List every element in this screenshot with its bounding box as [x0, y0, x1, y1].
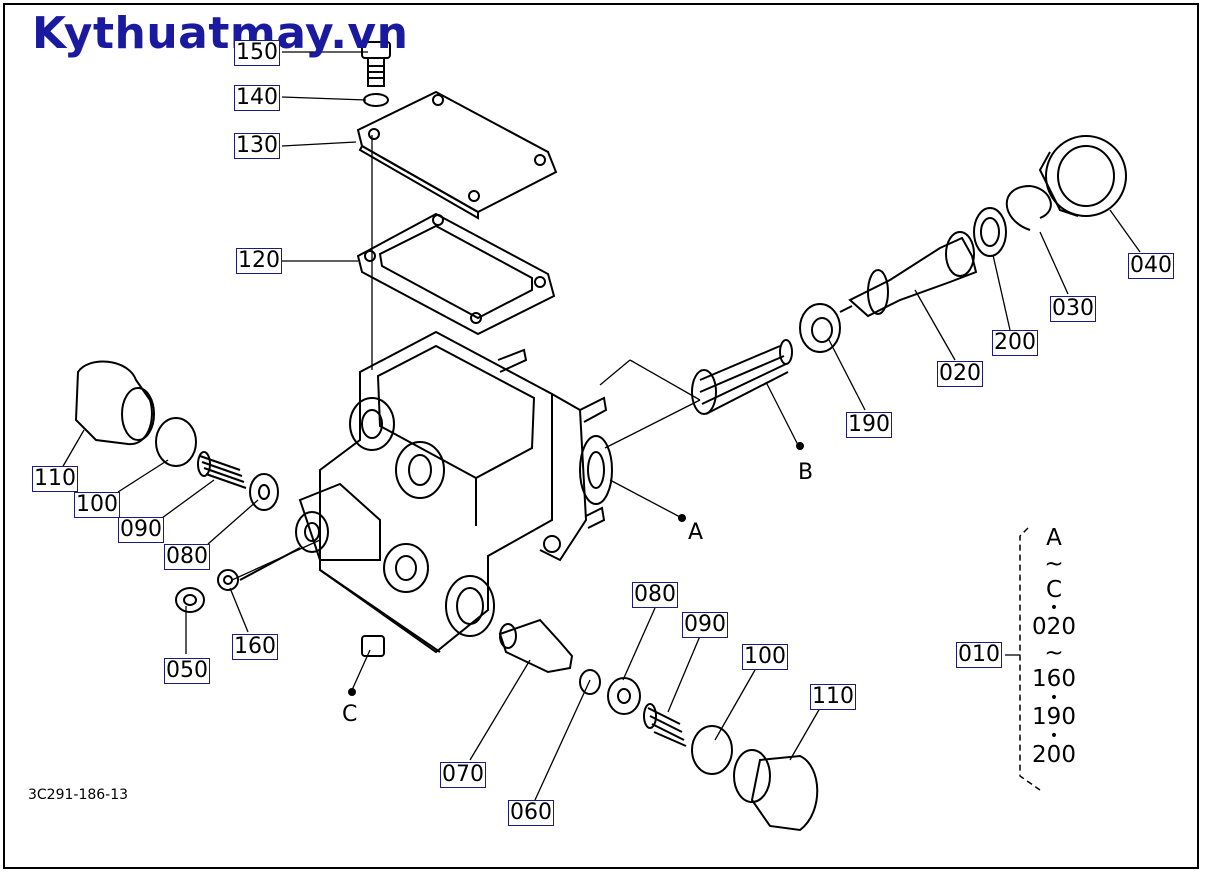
callout-130[interactable]: 130 — [234, 133, 280, 159]
callout-150[interactable]: 150 — [234, 40, 280, 66]
shaft-020 — [839, 231, 978, 318]
callout-120[interactable]: 120 — [236, 248, 282, 274]
legend-line: ~ — [1044, 640, 1064, 666]
gasket-120 — [356, 212, 556, 336]
point-a-dot — [678, 514, 686, 522]
callout-110-right[interactable]: 110 — [810, 684, 856, 710]
callout-100-left[interactable]: 100 — [74, 492, 120, 518]
diagram-code: 3C291-186-13 — [28, 787, 129, 803]
callout-160[interactable]: 160 — [232, 634, 278, 660]
plug-110-left — [74, 360, 155, 446]
legend-line: ~ — [1044, 551, 1064, 577]
legend-line: 200 — [1032, 742, 1076, 768]
legend-line: A — [1046, 525, 1062, 551]
plug-110-right — [733, 749, 819, 832]
part-050 — [175, 587, 205, 613]
point-b-label: B — [798, 460, 814, 485]
callout-100-right[interactable]: 100 — [742, 644, 788, 670]
oil-seal-200 — [973, 207, 1007, 257]
cover-plate-130 — [356, 90, 558, 220]
snap-ring-030 — [1005, 184, 1052, 231]
legend-line: 190 — [1032, 704, 1076, 730]
diagram-border — [3, 3, 1199, 869]
legend-bracket — [1019, 527, 1041, 791]
legend-line: • — [1049, 600, 1059, 616]
point-c-dot — [348, 688, 356, 696]
bearing-190 — [799, 303, 841, 353]
o-ring-060 — [579, 669, 601, 695]
callout-080-left[interactable]: 080 — [164, 544, 210, 570]
spring-090-left — [197, 451, 247, 489]
legend-line: • — [1049, 728, 1059, 744]
point-a-label: A — [688, 520, 704, 545]
legend-line: 020 — [1032, 614, 1076, 640]
bolt-150 — [361, 41, 391, 87]
spring-b — [691, 339, 793, 415]
callout-010[interactable]: 010 — [956, 642, 1002, 668]
callout-080-right[interactable]: 080 — [632, 582, 678, 608]
leader-lines — [61, 51, 1141, 801]
o-ring-100-left — [155, 417, 197, 467]
callout-140[interactable]: 140 — [234, 85, 280, 111]
point-b-dot — [796, 442, 804, 450]
callout-090-right[interactable]: 090 — [682, 612, 728, 638]
callout-110-left[interactable]: 110 — [32, 466, 78, 492]
part-160 — [217, 569, 239, 591]
callout-070[interactable]: 070 — [440, 762, 486, 788]
o-ring-100-right — [691, 725, 733, 775]
part-c — [361, 635, 385, 657]
legend-line: 160 — [1032, 666, 1076, 692]
watermark-logo: Kythuatmay.vn — [32, 8, 409, 59]
callout-060[interactable]: 060 — [508, 800, 554, 826]
washer-080-right — [607, 677, 641, 715]
legend-line: C — [1045, 577, 1063, 603]
callout-090-left[interactable]: 090 — [118, 517, 164, 543]
callout-200[interactable]: 200 — [992, 330, 1038, 356]
point-c-label: C — [342, 702, 358, 727]
washer-140 — [363, 93, 389, 107]
governor-housing — [239, 330, 613, 654]
callout-190[interactable]: 190 — [846, 412, 892, 438]
callout-040[interactable]: 040 — [1128, 253, 1174, 279]
callout-020[interactable]: 020 — [937, 361, 983, 387]
shaft-070 — [498, 618, 574, 674]
legend-line: • — [1049, 690, 1059, 706]
washer-080-left — [249, 473, 279, 511]
cap-040 — [1038, 135, 1127, 217]
callout-030[interactable]: 030 — [1050, 296, 1096, 322]
legend-range: A ~ C • 020 ~ 160 • 190 • 200 — [1030, 524, 1078, 770]
callout-050[interactable]: 050 — [164, 658, 210, 684]
spring-090-right — [643, 703, 687, 747]
